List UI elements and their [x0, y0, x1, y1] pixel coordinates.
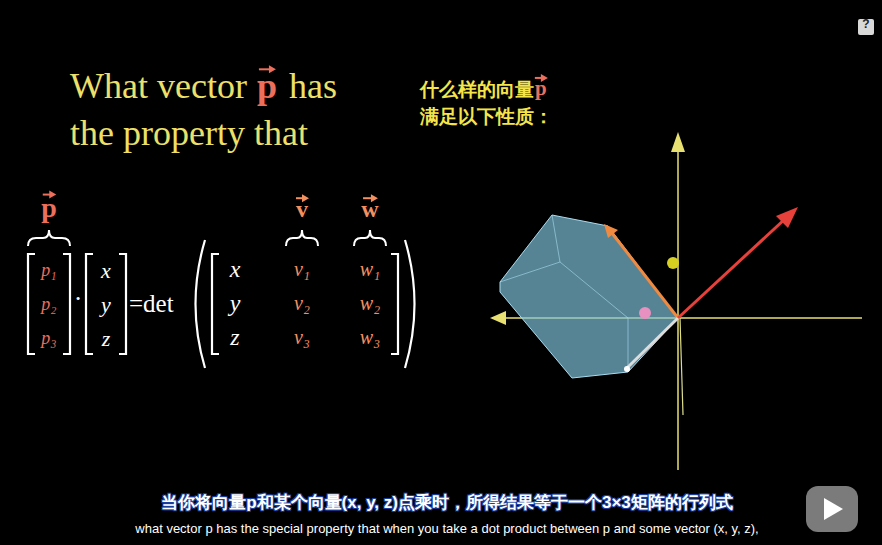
help-icon-text: ? [862, 18, 869, 32]
chinese-title: 满足以下性质： [420, 106, 553, 128]
vector-arrow [0, 0, 1, 1]
matrix-entry: v₂ [294, 292, 310, 315]
vector-entry: p₃ [41, 328, 56, 349]
bracket [28, 240, 415, 368]
vector-scene [490, 132, 862, 470]
subtitle-english: what vector p has the special property t… [135, 522, 758, 537]
vector-name: v [296, 196, 308, 224]
vector-name: w [361, 196, 378, 224]
matrix-entry: v₃ [294, 326, 310, 349]
matrix-entry: y [230, 290, 241, 318]
matrix-entry: w₃ [360, 326, 380, 349]
help-icon [858, 19, 874, 35]
dot-operator: · [74, 284, 83, 314]
matrix-entry: w₂ [360, 292, 380, 315]
vector-name: p [535, 76, 547, 100]
vector-arrow [0, 0, 1, 1]
vector-name: p [41, 192, 57, 224]
vector-arrow [0, 0, 1, 1]
matrix-entry: z [230, 324, 239, 352]
brace [28, 230, 386, 246]
chinese-title: 什么样的向量 [420, 79, 534, 101]
title-text: the property that [70, 113, 308, 154]
vector-entry: y [101, 292, 111, 317]
vector-name: p [257, 66, 277, 107]
matrix-entry: v₁ [294, 258, 310, 281]
matrix-entry: x [230, 256, 241, 284]
vector-entry: p₁ [41, 260, 56, 281]
subtitle-chinese: 当你将向量p和某个向量(x, y, z)点乘时，所得结果等于一个3×3矩阵的行列… [161, 493, 733, 513]
equals-det: =det [129, 290, 174, 319]
vector-entry: p₂ [41, 294, 56, 315]
title-text: has [289, 66, 337, 107]
title-text: What vector [70, 66, 247, 107]
matrix-entry: w₁ [360, 258, 380, 281]
vector-arrow [0, 0, 1, 1]
vector-entry: z [102, 326, 111, 351]
vector-arrow [0, 0, 1, 1]
play-button [806, 486, 858, 532]
vector-entry: x [101, 258, 111, 283]
